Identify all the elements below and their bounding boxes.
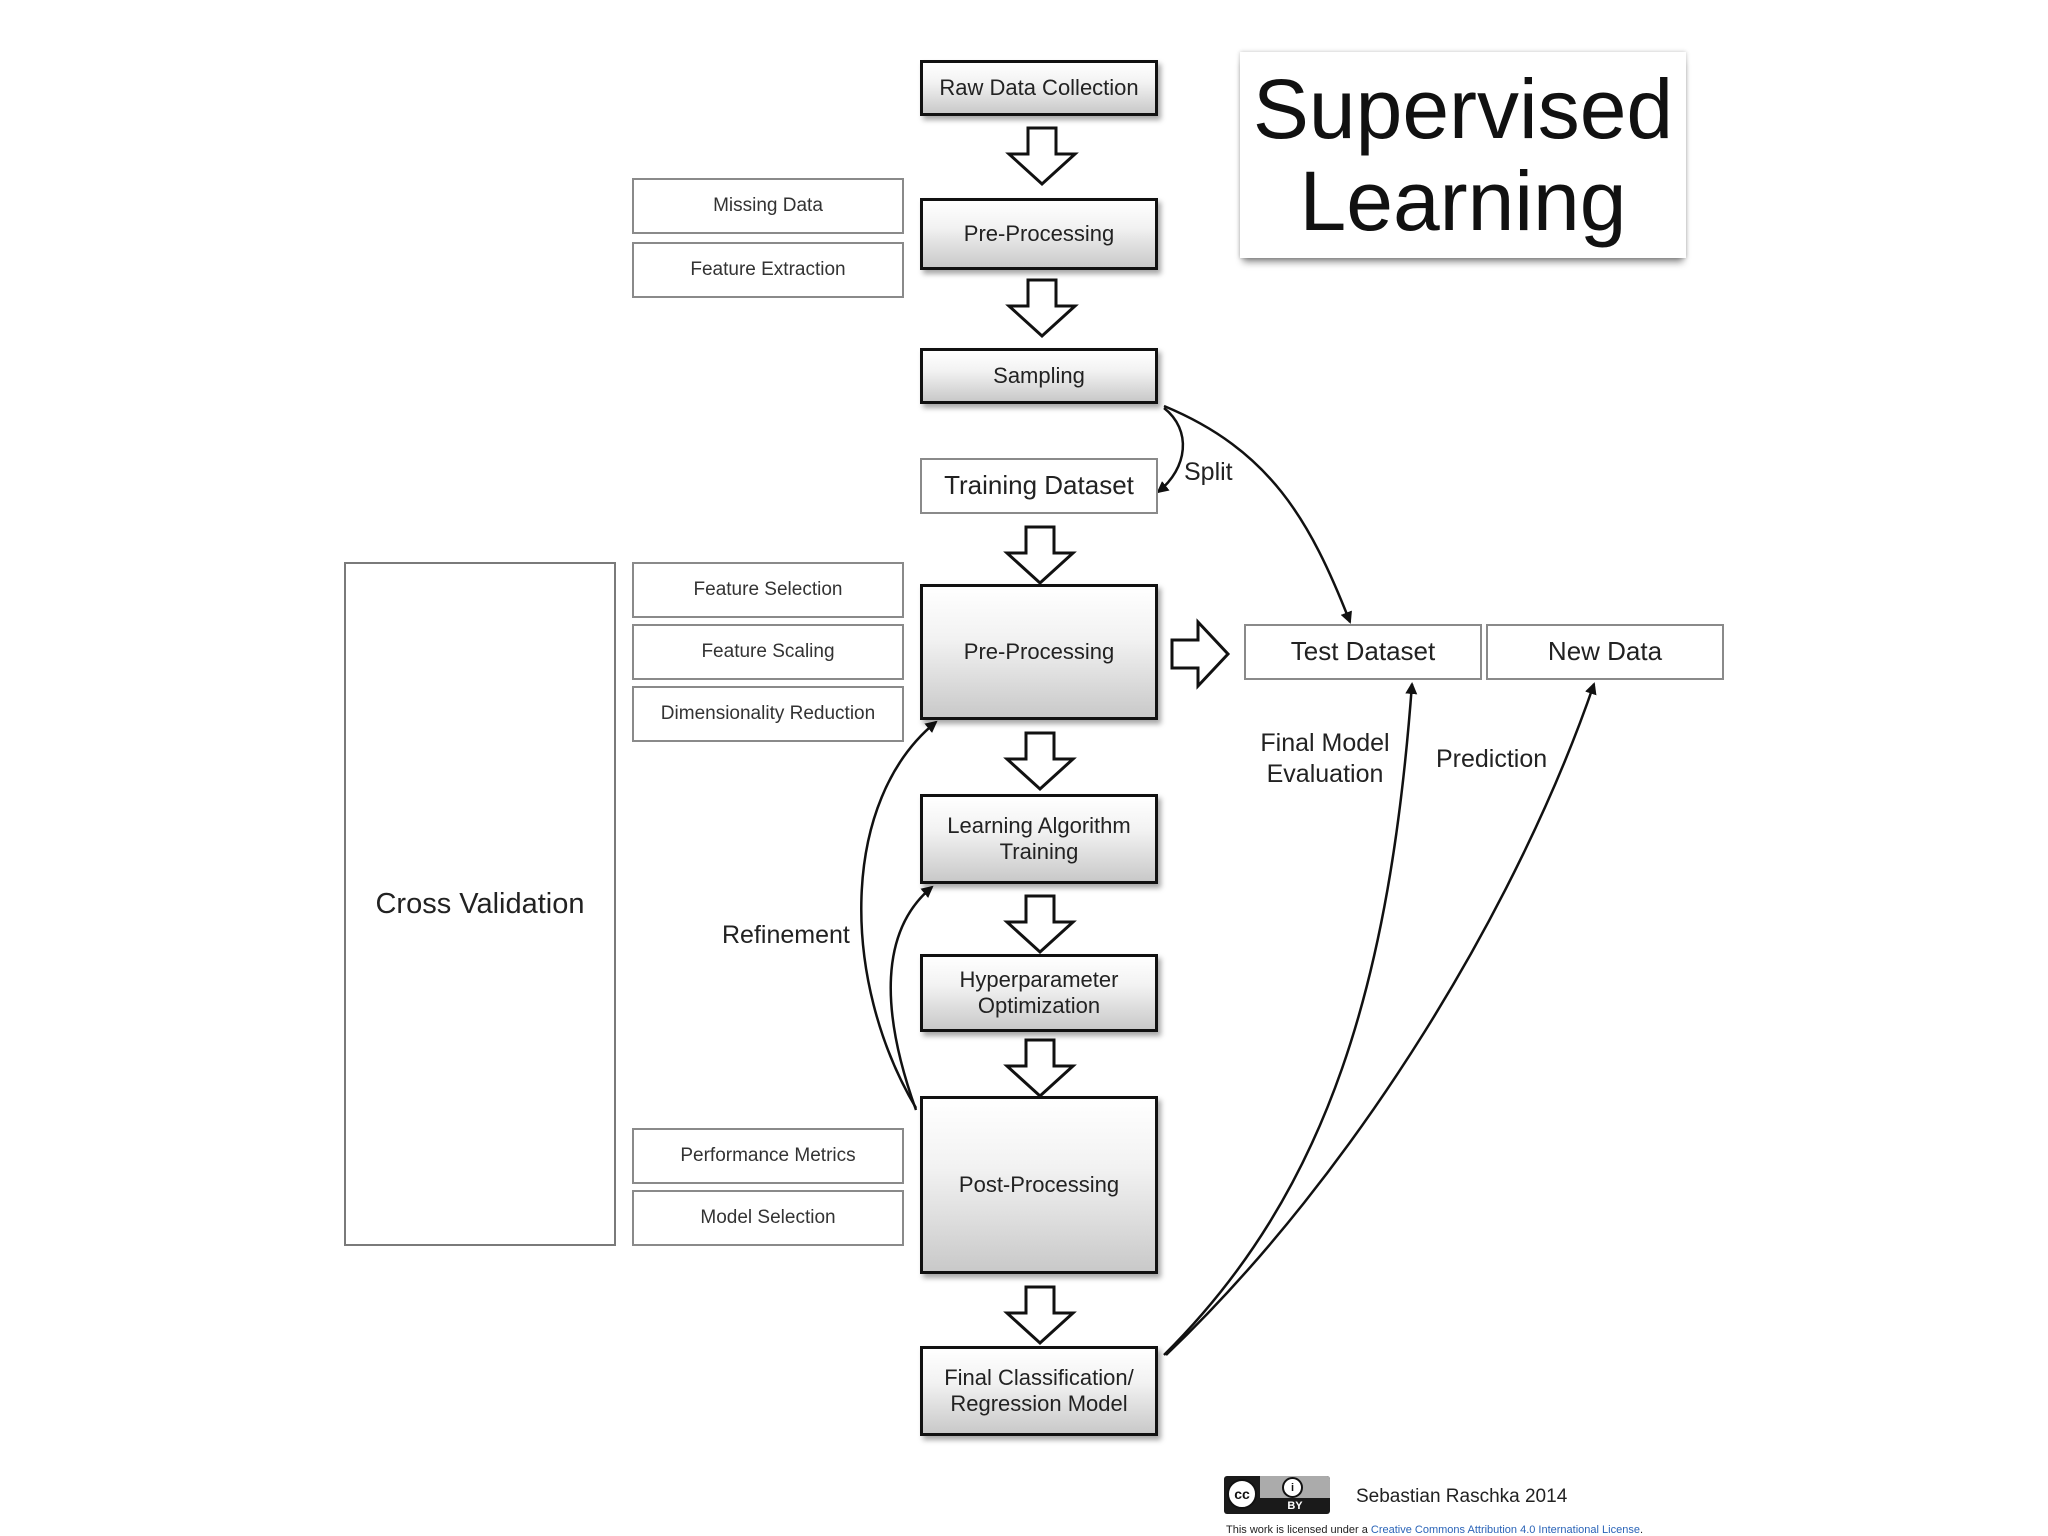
split-label: Split bbox=[1184, 458, 1233, 486]
title-card: Supervised Learning bbox=[1240, 52, 1686, 258]
split-arrow-to-test bbox=[1163, 404, 1352, 624]
down-arrow-preprocessing-to-learning bbox=[1003, 731, 1077, 792]
feature-extraction-box: Feature Extraction bbox=[632, 242, 904, 298]
license-prefix: This work is licensed under a bbox=[1226, 1524, 1368, 1536]
prediction-label: Prediction bbox=[1436, 745, 1548, 773]
by-label: BY bbox=[1287, 1500, 1303, 1512]
down-arrow-preprocessing-to-sampling bbox=[1005, 278, 1079, 339]
evaluation-arrow-to-test bbox=[1163, 682, 1418, 1356]
down-arrow-training-to-preprocessing bbox=[1003, 525, 1077, 586]
down-arrow-learning-to-hyperparameter bbox=[1003, 894, 1077, 955]
pre-processing-box-1: Pre-Processing bbox=[920, 198, 1158, 270]
feature-scaling-box: Feature Scaling bbox=[632, 624, 904, 680]
test-dataset-box: Test Dataset bbox=[1244, 624, 1482, 680]
split-arrow-to-training bbox=[1156, 407, 1185, 494]
cc-by-license-badge: cc i BY bbox=[1224, 1476, 1330, 1514]
prediction-arrow-to-new-data bbox=[1165, 682, 1597, 1356]
cross-validation-box: Cross Validation bbox=[344, 562, 616, 1246]
right-arrow-preprocessing-to-test bbox=[1170, 618, 1231, 690]
new-data-box: New Data bbox=[1486, 624, 1724, 680]
license-link[interactable]: Creative Commons Attribution 4.0 Interna… bbox=[1370, 1524, 1640, 1536]
dimensionality-reduction-box: Dimensionality Reduction bbox=[632, 686, 904, 742]
attribution-person-icon: i bbox=[1282, 1477, 1303, 1498]
refinement-label: Refinement bbox=[722, 921, 850, 949]
down-arrow-hyperparameter-to-postprocessing bbox=[1003, 1038, 1077, 1099]
training-dataset-box: Training Dataset bbox=[920, 458, 1158, 514]
performance-metrics-box: Performance Metrics bbox=[632, 1128, 904, 1184]
model-selection-box: Model Selection bbox=[632, 1190, 904, 1246]
final-model-box: Final Classification/ Regression Model bbox=[920, 1346, 1158, 1436]
author-credit: Sebastian Raschka 2014 bbox=[1356, 1486, 1568, 1507]
missing-data-box: Missing Data bbox=[632, 178, 904, 234]
pre-processing-box-2: Pre-Processing bbox=[920, 584, 1158, 720]
license-suffix: . bbox=[1639, 1524, 1644, 1536]
sampling-box: Sampling bbox=[920, 348, 1158, 404]
post-processing-box: Post-Processing bbox=[920, 1096, 1158, 1274]
refinement-arrow-to-preprocessing bbox=[860, 720, 938, 1109]
hyperparameter-optimization-box: Hyperparameter Optimization bbox=[920, 954, 1158, 1032]
final-model-evaluation-label: Final Model Evaluation bbox=[1260, 729, 1390, 789]
down-arrow-raw-to-preprocessing bbox=[1005, 126, 1079, 187]
title-line-2: Learning bbox=[1299, 154, 1627, 248]
cc-icon: cc bbox=[1227, 1479, 1257, 1509]
license-notice: This work is licensed under a Creative C… bbox=[1226, 1524, 1643, 1536]
title-line-1: Supervised bbox=[1252, 61, 1674, 156]
raw-data-collection-box: Raw Data Collection bbox=[920, 60, 1158, 116]
learning-algorithm-training-box: Learning Algorithm Training bbox=[920, 794, 1158, 884]
down-arrow-postprocessing-to-final bbox=[1003, 1285, 1077, 1346]
refinement-arrow-to-learning bbox=[889, 885, 934, 1111]
feature-selection-box: Feature Selection bbox=[632, 562, 904, 618]
